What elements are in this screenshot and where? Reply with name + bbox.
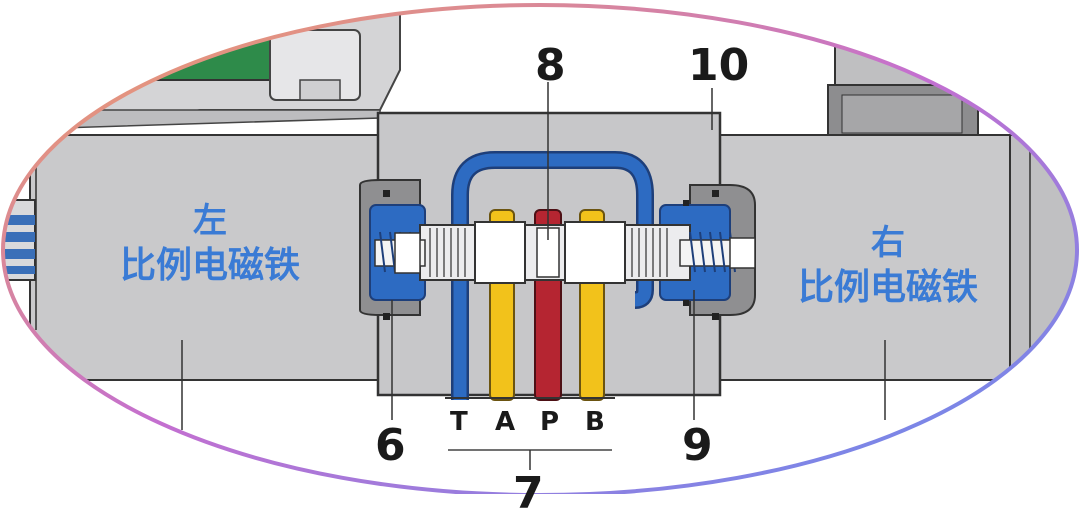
callout-7: 7	[513, 468, 544, 519]
right-magnet-label-line2: 比例电磁铁	[797, 266, 978, 308]
port-b-label: B	[585, 407, 605, 437]
port-a-label: A	[495, 407, 516, 437]
left-solenoid-body	[29, 134, 406, 381]
valve-cross-section-diagram: 左 比例电磁铁 右 比例电磁铁 6 7 8 9 10 T A P B	[1, 3, 1079, 516]
callout-9: 9	[682, 420, 713, 471]
right-magnet-label: 右 比例电磁铁	[773, 222, 1003, 310]
callout-8: 8	[535, 40, 566, 91]
left-magnet-label-line2: 比例电磁铁	[119, 244, 300, 286]
left-magnet-label-line1: 左	[193, 201, 227, 241]
top-right-housing	[834, 4, 1078, 91]
left-magnet-label: 左 比例电磁铁	[95, 200, 325, 288]
callout-6: 6	[375, 420, 406, 471]
callout-10: 10	[688, 40, 750, 91]
port-t-label: T	[450, 407, 468, 437]
tank-channel	[453, 153, 652, 400]
green-part	[89, 9, 291, 81]
port-p-label: P	[540, 407, 560, 437]
right-magnet-label-line1: 右	[871, 223, 905, 263]
